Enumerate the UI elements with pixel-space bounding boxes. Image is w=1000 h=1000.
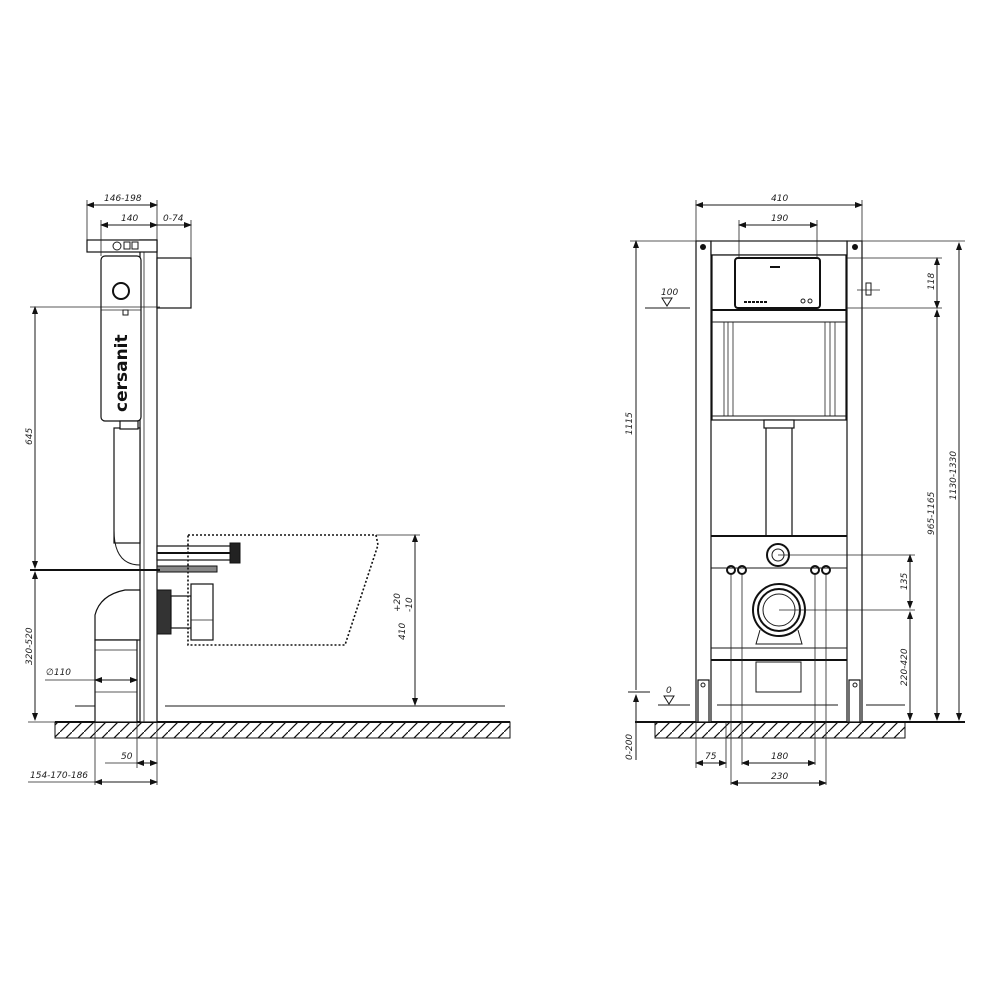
- frame-post-left: [695, 240, 712, 723]
- dim-adjust-range-2: 1130-1330: [949, 451, 959, 500]
- dim-bowl-tol-plus: +20: [393, 593, 403, 612]
- frame-post-right: [846, 240, 863, 723]
- drain-pipe: [94, 639, 138, 723]
- outlet-seal: [156, 589, 172, 635]
- dim-foot-width: 75: [705, 752, 717, 762]
- dim-top-overall: 146-198: [104, 194, 142, 204]
- dim-bolt-spacing: 135: [900, 573, 910, 590]
- side-view: cersanit 146-198 140 0-74: [25, 194, 511, 785]
- mounting-bolt: [737, 565, 747, 575]
- dim-outlet-height: 320-520: [25, 627, 35, 665]
- dim-plate-offset: 0-74: [163, 214, 184, 224]
- dim-foot-depth: 50: [121, 752, 133, 762]
- dim-overall-height: 1115: [625, 412, 635, 435]
- front-view: 410 190 1115 0-200 100 0 118 965-1165 11…: [625, 194, 965, 786]
- mounting-bolt: [156, 565, 218, 573]
- dim-frame-depth: 140: [121, 214, 138, 224]
- dim-stud-outer: 230: [771, 772, 788, 782]
- flush-pipe-front: [765, 423, 793, 537]
- dim-pipe-diameter: ∅110: [46, 668, 71, 678]
- dim-adjust-range-1: 965-1165: [927, 491, 937, 535]
- dim-floor-adjust: 0-200: [625, 734, 635, 760]
- dim-bowl-tol-minus: -10: [405, 597, 415, 612]
- flush-pipe: [113, 427, 141, 544]
- frame-post: [139, 239, 158, 723]
- wc-bowl-outline: [187, 534, 379, 646]
- outlet-elbow: [94, 589, 141, 641]
- flush-plate: [156, 257, 192, 309]
- dim-plate-width: 190: [771, 214, 788, 224]
- level-floor: 0: [666, 686, 672, 696]
- mounting-bolt: [810, 565, 820, 575]
- floor-hatch-left: [54, 721, 511, 739]
- floor-hatch-right: [654, 721, 906, 739]
- dim-frame-width: 410: [771, 194, 788, 204]
- inspection-opening: [112, 282, 130, 300]
- outlet-connector: [190, 583, 214, 641]
- dim-outlet-height-front: 220-420: [900, 648, 910, 686]
- level-top: 100: [661, 288, 678, 298]
- dim-flush-height: 645: [25, 428, 35, 445]
- brand-logo: cersanit: [112, 334, 132, 412]
- dim-outlet-depth: 154-170-186: [30, 771, 88, 781]
- mounting-bolt: [726, 565, 736, 575]
- side-button: [865, 282, 872, 296]
- dim-button-offset: 118: [927, 273, 937, 290]
- dim-stud-spacing: 180: [771, 752, 788, 762]
- mounting-bolt: [821, 565, 831, 575]
- flush-plate-front: [734, 257, 821, 309]
- cistern-front: [711, 254, 847, 421]
- top-bracket: [86, 239, 158, 253]
- dim-bowl-height: 410: [398, 623, 408, 640]
- top-rail: [710, 240, 848, 256]
- flush-connector-end: [229, 542, 241, 564]
